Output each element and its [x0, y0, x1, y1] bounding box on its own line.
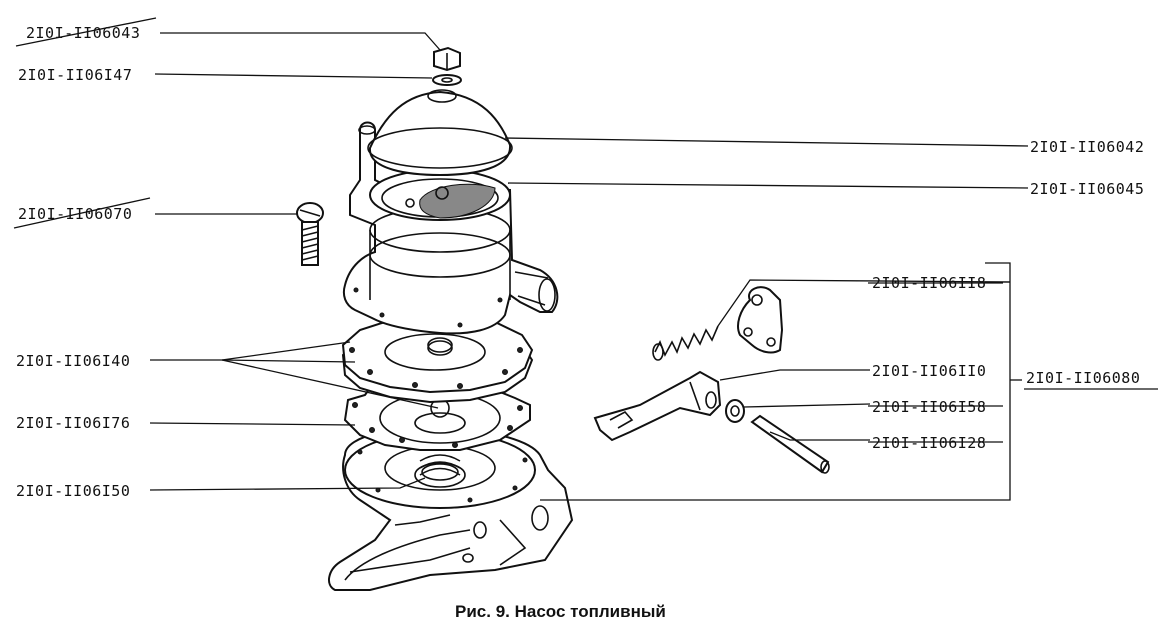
leader-lines [149, 32, 1029, 501]
label-06043: 2I0I-II06043 [15, 17, 157, 47]
part-number-06147: 2I0I-II06I47 [18, 66, 132, 84]
drive-lever [593, 370, 722, 442]
part-number-06042: 2I0I-II06042 [1030, 138, 1144, 156]
diaphragm-gaskets [341, 314, 534, 404]
label-06080: 2I0I-II06080 [1024, 369, 1158, 390]
part-number-06176: 2I0I-II06I76 [16, 414, 130, 432]
fuel-filter-screen [369, 169, 511, 221]
part-number-06150: 2I0I-II06I50 [16, 482, 130, 500]
diaphragm-spring [419, 454, 461, 476]
pump-upper-body [342, 121, 559, 353]
label-06070: 2I0I-II06070 [13, 197, 151, 229]
plug-screw [296, 202, 324, 266]
lever-spring [652, 325, 719, 361]
cover-bolt [432, 46, 462, 86]
pump-cover-dome [367, 89, 513, 177]
part-number-06140: 2I0I-II06I40 [16, 352, 130, 370]
washer [725, 399, 745, 423]
part-number-06128: 2I0I-II06I28 [872, 434, 986, 452]
part-labels: 2I0I-II06043 2I0I-II06I47 2I0I-II06042 2… [13, 17, 1158, 500]
part-number-06110: 2I0I-II06II0 [872, 362, 986, 380]
part-number-06158: 2I0I-II06I58 [872, 398, 986, 416]
part-number-06045: 2I0I-II06045 [1030, 180, 1144, 198]
figure-caption: Рис. 9. Насос топливный [455, 602, 666, 621]
lever-axle [750, 414, 830, 474]
pump-lower-housing [328, 426, 574, 591]
assembly-number-06080: 2I0I-II06080 [1026, 369, 1140, 387]
label-06118: 2I0I-II06II8 [868, 274, 1003, 292]
label-06128: 2I0I-II06I28 [868, 434, 1003, 452]
label-06158: 2I0I-II06I58 [868, 398, 1003, 416]
lever-bracket [737, 286, 784, 354]
